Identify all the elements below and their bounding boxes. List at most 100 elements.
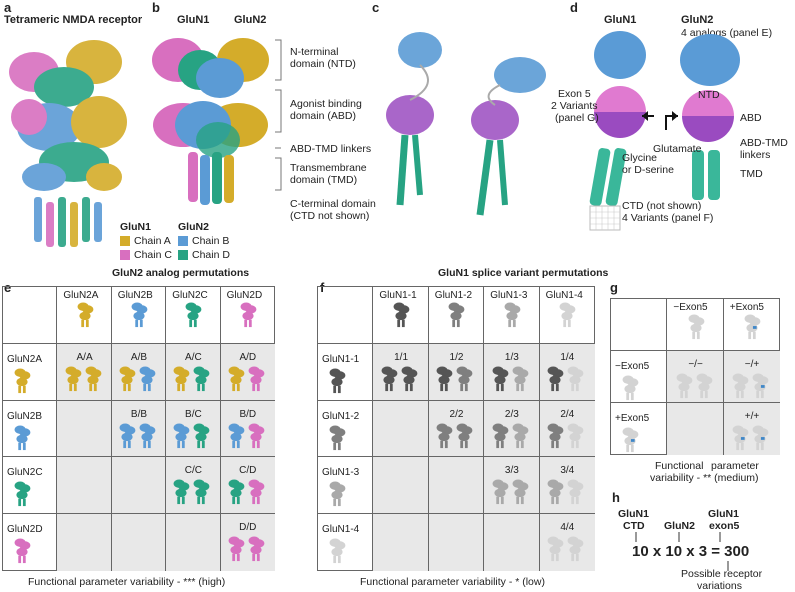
label-tmd: Transmembrane domain (TMD) [290,162,367,186]
column-header: GluN2A [57,287,112,344]
empty-cell [484,514,540,571]
label-glycine-2: or D-serine [622,164,674,176]
receptor-icon [139,366,156,391]
permutation-cell: +/+ [723,403,781,455]
column-header-label: GluN2C [172,290,208,301]
column-header: GluN2D [220,287,275,344]
permutation-label: 1/2 [449,351,464,363]
empty-cell [111,514,167,571]
permutation-label: −/+ [744,359,760,370]
label-exon5: Exon 5 [558,88,591,100]
label-ntd: N-terminal domain (NTD) [290,46,356,70]
receptor-icon [567,536,584,562]
receptor-icon [752,425,769,451]
row-header-label: −Exon5 [615,361,650,372]
empty-cell [667,403,724,455]
legend-chain-b: Chain B [192,235,230,247]
permutation-cell: 1/1 [373,343,429,401]
receptor-icon [567,366,584,391]
permutation-cell: A/D [220,343,275,401]
receptor-icon [457,366,473,391]
row-header: GluN2A [3,343,58,401]
permutation-label: −/− [688,359,703,370]
row-header: +Exon5 [611,403,668,455]
permutation-label: 2/4 [560,408,575,420]
permutation-cell: 1/2 [428,343,485,401]
panel-b-letter: b [152,0,160,15]
column-header-label: GluN2A [63,290,99,301]
label-glycine-1: Glycine [622,152,658,164]
label-d-ctd-2: 4 Variants (panel F) [622,212,714,224]
column-header: GluN1-2 [428,287,485,344]
label-d-tmd: TMD [740,168,763,180]
permutation-label: C/C [184,465,202,477]
domain-schematic [589,31,740,231]
receptor-icon [393,302,410,328]
h-note-tick [727,561,729,571]
panel-c-letter: c [372,0,380,15]
h-note-2: variations [697,580,742,592]
panel-f-caption: Functional parameter variability - * (lo… [360,576,545,588]
panel-d-glun1: GluN1 [604,14,637,26]
column-header-label: −Exon5 [673,302,708,313]
column-header: GluN2B [111,287,167,344]
panel-g-caption-3: variability - ** (medium) [650,472,759,484]
receptor-icon [437,366,453,391]
receptor-icon [228,536,245,562]
receptor-icon [119,423,136,448]
nmda-receptor-structure [9,40,127,247]
column-header-label: GluN1-2 [434,290,473,301]
label-ctd: C-terminal domain (CTD not shown) [290,198,376,222]
permutation-cell: 1/3 [484,343,540,401]
panel-f-letter: f [320,280,325,295]
grid-corner [3,287,58,344]
permutation-label: +/+ [744,411,760,422]
permutation-cell: A/A [57,343,112,401]
label-d-abd: ABD [740,112,762,124]
label-d-ctd-1: CTD (not shown) [622,200,702,212]
empty-cell [111,457,167,515]
receptor-icon [744,314,761,340]
chain-c-swatch [120,250,130,260]
permutation-cell: 2/3 [484,400,540,458]
h-col2: GluN2 [664,520,695,532]
receptor-icon [329,538,346,564]
panel-d-letter: d [570,0,578,15]
receptor-icon [14,425,31,450]
receptor-icon [173,423,190,448]
domain-brackets [275,39,282,191]
column-header-label: GluN1-4 [545,290,583,301]
receptor-icon [329,368,346,393]
permutation-label: 3/3 [504,465,519,477]
permutation-label: A/B [130,351,148,363]
permutation-cell: A/C [166,343,221,401]
row-header-label: GluN2D [7,524,43,536]
permutation-label: A/D [239,351,257,363]
permutation-cell: B/B [111,400,167,458]
empty-cell [373,400,429,458]
receptor-icon [512,479,529,505]
panel-e-letter: e [4,280,12,295]
permutation-cell: C/D [220,457,275,515]
permutation-cell: 2/4 [539,400,595,458]
receptor-icon [173,366,190,391]
receptor-icon [193,479,210,505]
h-ticks [635,532,721,542]
empty-cell [57,514,112,571]
receptor-icon [437,423,453,448]
permutation-label: A/C [185,351,202,363]
legend-chain-a: Chain A [134,235,171,247]
permutation-label: 2/2 [449,408,464,420]
column-header: GluN1-1 [373,287,429,344]
receptor-icon [512,423,529,448]
panel-d-glun2: GluN2 [681,14,714,26]
receptor-icon [185,302,202,328]
permutation-cell: 4/4 [539,514,595,571]
column-header: GluN2C [166,287,221,344]
receptor-icon [696,373,712,399]
label-glutamate: Glutamate [653,143,702,155]
panel-b-glun2: GluN2 [234,14,267,26]
h-equation: 10 x 10 x 3 = 300 [632,543,750,560]
column-header: GluN1-3 [484,287,540,344]
